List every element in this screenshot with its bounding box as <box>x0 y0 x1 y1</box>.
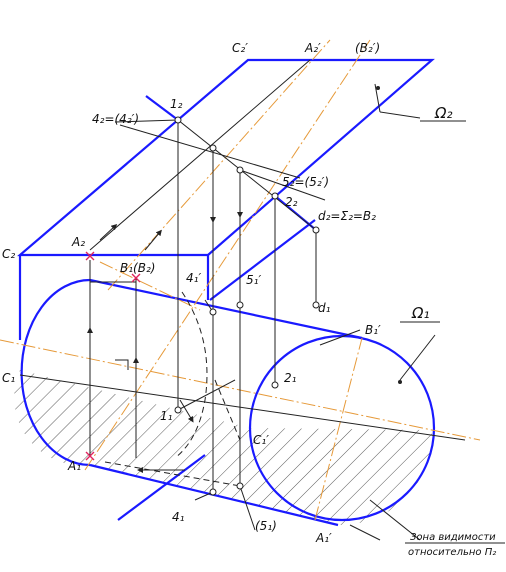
label-b1-prime: B₁′ <box>365 323 381 337</box>
plane-omega2 <box>17 58 435 340</box>
label-5-2: 5₂=(5₂′) <box>282 175 329 189</box>
label-5-1: (5₁) <box>255 519 277 533</box>
label-omega2: Ω₂ <box>434 104 452 122</box>
label-4-1: 4₁ <box>172 510 185 524</box>
label-a1: A₁ <box>67 459 81 473</box>
label-5-1-prime: 5₁′ <box>246 273 261 287</box>
red-markers <box>85 251 141 461</box>
label-2-2: 2₂ <box>285 195 298 209</box>
label-a2: A₂ <box>71 235 85 249</box>
label-c2: C₂ <box>2 247 15 261</box>
label-a2-prime: A₂′ <box>304 41 321 55</box>
label-b2-prime: (B₂′) <box>355 41 380 55</box>
label-a1-prime: A₁′ <box>315 531 332 545</box>
construction-lines <box>19 59 466 541</box>
label-c1-prime: C₁′ <box>253 433 269 447</box>
label-zone-line1: Зона видимости <box>410 532 496 543</box>
hidden-lines <box>104 291 241 487</box>
label-1-2: 1₂ <box>170 97 183 111</box>
label-1-1: 1₁ <box>160 409 173 423</box>
labels: C₂′ A₂′ (B₂′) Ω₂ 1₂ 4₂=(4₂′) 5₂=(5₂′) 2₂… <box>2 41 505 558</box>
label-4-2: 4₂=(4₂′) <box>92 112 139 126</box>
label-b1-b2: B₁(B₂) <box>120 261 155 275</box>
label-d1: d₁ <box>318 301 331 315</box>
label-c1: C₁ <box>2 371 15 385</box>
label-d2: d₂=Σ₂=B₂ <box>318 209 376 223</box>
construction-points <box>174 116 320 496</box>
label-2-1: 2₁ <box>284 371 297 385</box>
label-4-1-prime: 4₁′ <box>186 271 201 285</box>
label-omega1: Ω₁ <box>411 304 429 322</box>
visibility-zone-hatch <box>14 370 433 526</box>
label-zone-line2: относительно Π₂ <box>408 547 496 558</box>
direction-arrows <box>87 195 243 473</box>
label-c2-prime: C₂′ <box>232 41 248 55</box>
